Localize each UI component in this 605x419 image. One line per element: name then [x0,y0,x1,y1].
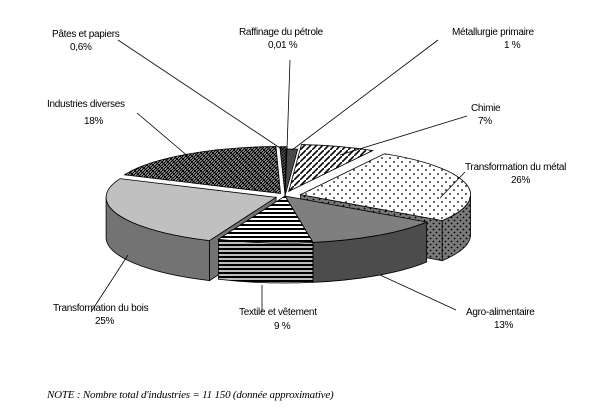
label-metallurgie: Métallurgie primaire [452,27,535,38]
leader-line-chimie [339,115,468,156]
leader-line-raffinage [286,59,291,151]
leader-line-metallurgie [291,39,439,151]
value-raffinage: 0,01 % [268,40,298,51]
leader-line-bois [90,254,129,313]
slice-7 [105,178,278,241]
slice-labels: Pâtes et papiers 0,6% Raffinage du pétro… [47,27,566,332]
slice-6 [217,195,314,244]
slice-4 [299,153,471,222]
value-diverses: 18% [84,116,104,127]
label-textile: Textile et vêtement [239,307,317,318]
label-bois: Transformation du bois [53,303,149,314]
pie-top-slices [105,144,471,244]
leader-lines [90,39,468,313]
leader-line-agro [379,274,457,311]
label-raffinage: Raffinage du pétrole [239,27,324,38]
value-metal: 26% [511,175,531,186]
value-chimie: 7% [478,116,492,127]
leader-line-diverses [136,112,191,159]
slice-5 [284,195,429,243]
footnote: NOTE : Nombre total d'industries = 11 15… [47,389,334,401]
value-textile: 9 % [274,321,291,332]
label-diverses: Industries diverses [47,99,125,110]
value-bois: 25% [95,316,115,327]
slice-3 [288,144,374,193]
label-agro: Agro-alimentaire [466,307,535,318]
label-chimie: Chimie [471,103,501,114]
pie-chart: Pâtes et papiers 0,6% Raffinage du pétro… [47,27,566,332]
label-pates: Pâtes et papiers [52,29,120,40]
label-metal: Transformation du métal [465,162,566,173]
value-agro: 13% [494,320,514,331]
leader-line-pates [117,39,284,151]
slice-0 [279,146,287,194]
value-pates: 0,6% [70,42,92,53]
value-metallurgie: 1 % [504,40,521,51]
slice-8 [123,146,281,194]
leader-line-metal [439,171,466,199]
side-wall-6 [217,238,314,284]
